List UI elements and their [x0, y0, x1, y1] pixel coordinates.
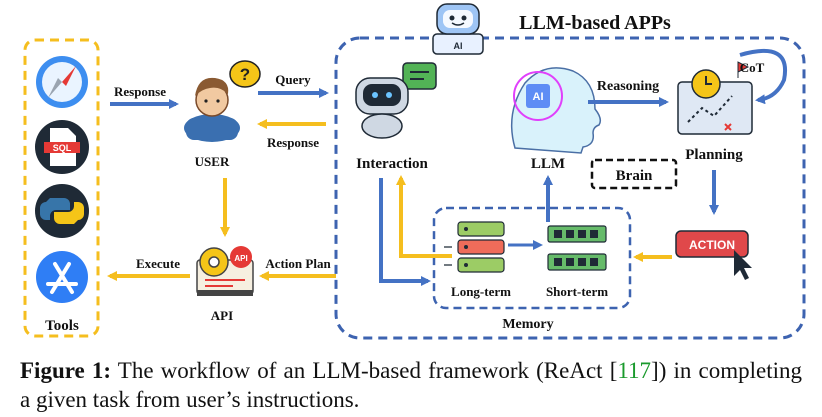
llm-apps-panel — [334, 36, 806, 340]
response-out-label: Response — [267, 135, 319, 150]
sql-file-icon: SQL — [35, 120, 89, 174]
llm-brain-head-icon: AI — [510, 67, 602, 154]
llm-chip-text: AI — [533, 91, 544, 103]
caption-reference-link[interactable]: 117 — [617, 358, 652, 383]
api-badge: API — [234, 254, 247, 263]
response-in-label: Response — [114, 84, 166, 99]
app-store-icon — [36, 251, 88, 303]
long-term-label: Long-term — [451, 284, 511, 299]
question-bubble-icon: ? — [229, 60, 261, 88]
caption-text-before: The workflow of an LLM-based framework (… — [117, 358, 618, 383]
sql-label: SQL — [53, 143, 72, 153]
reasoning-label: Reasoning — [597, 79, 659, 94]
api-gear-icon: API — [196, 246, 254, 296]
figure-label: Figure 1: — [20, 358, 112, 383]
short-term-label: Short-term — [546, 284, 608, 299]
robot-chip-text: AI — [454, 41, 463, 51]
compass-browser-icon — [36, 56, 88, 108]
api-label: API — [211, 308, 233, 323]
action-button-icon: ACTION — [675, 230, 752, 280]
memory-label: Memory — [502, 317, 553, 332]
planning-label: Planning — [685, 147, 743, 163]
action-label: ACTION — [689, 238, 735, 252]
short-term-ram-icon — [547, 225, 607, 271]
interaction-robot-icon — [355, 62, 437, 139]
cot-label: CoT — [740, 60, 765, 75]
diagram-title: LLM-based APPs — [519, 12, 671, 34]
long-term-server-icon — [444, 221, 505, 273]
workflow-diagram: SQL Tools ? USER API API Response — [23, 3, 806, 340]
brain-box — [590, 158, 678, 190]
llm-label: LLM — [531, 156, 565, 172]
cot-loop-arrow — [739, 49, 788, 105]
action-plan-label: Action Plan — [265, 256, 331, 271]
memory-to-interaction-arrow — [396, 175, 452, 258]
python-icon — [35, 184, 89, 238]
tools-label: Tools — [45, 318, 79, 334]
brain-label: Brain — [616, 168, 653, 184]
user-avatar-icon — [184, 77, 240, 142]
caption-text-after: ]) in completing a given task from user’… — [20, 358, 802, 412]
svg-text:?: ? — [240, 65, 250, 84]
interaction-label: Interaction — [356, 156, 428, 172]
ai-robot-head-icon: AI — [432, 3, 484, 55]
figure-caption: Figure 1: The workflow of an LLM-based f… — [20, 356, 802, 414]
planning-board-icon — [677, 61, 753, 135]
query-label: Query — [275, 72, 311, 87]
interaction-to-memory-arrow — [379, 178, 431, 286]
execute-label: Execute — [136, 256, 180, 271]
user-label: USER — [195, 154, 230, 169]
